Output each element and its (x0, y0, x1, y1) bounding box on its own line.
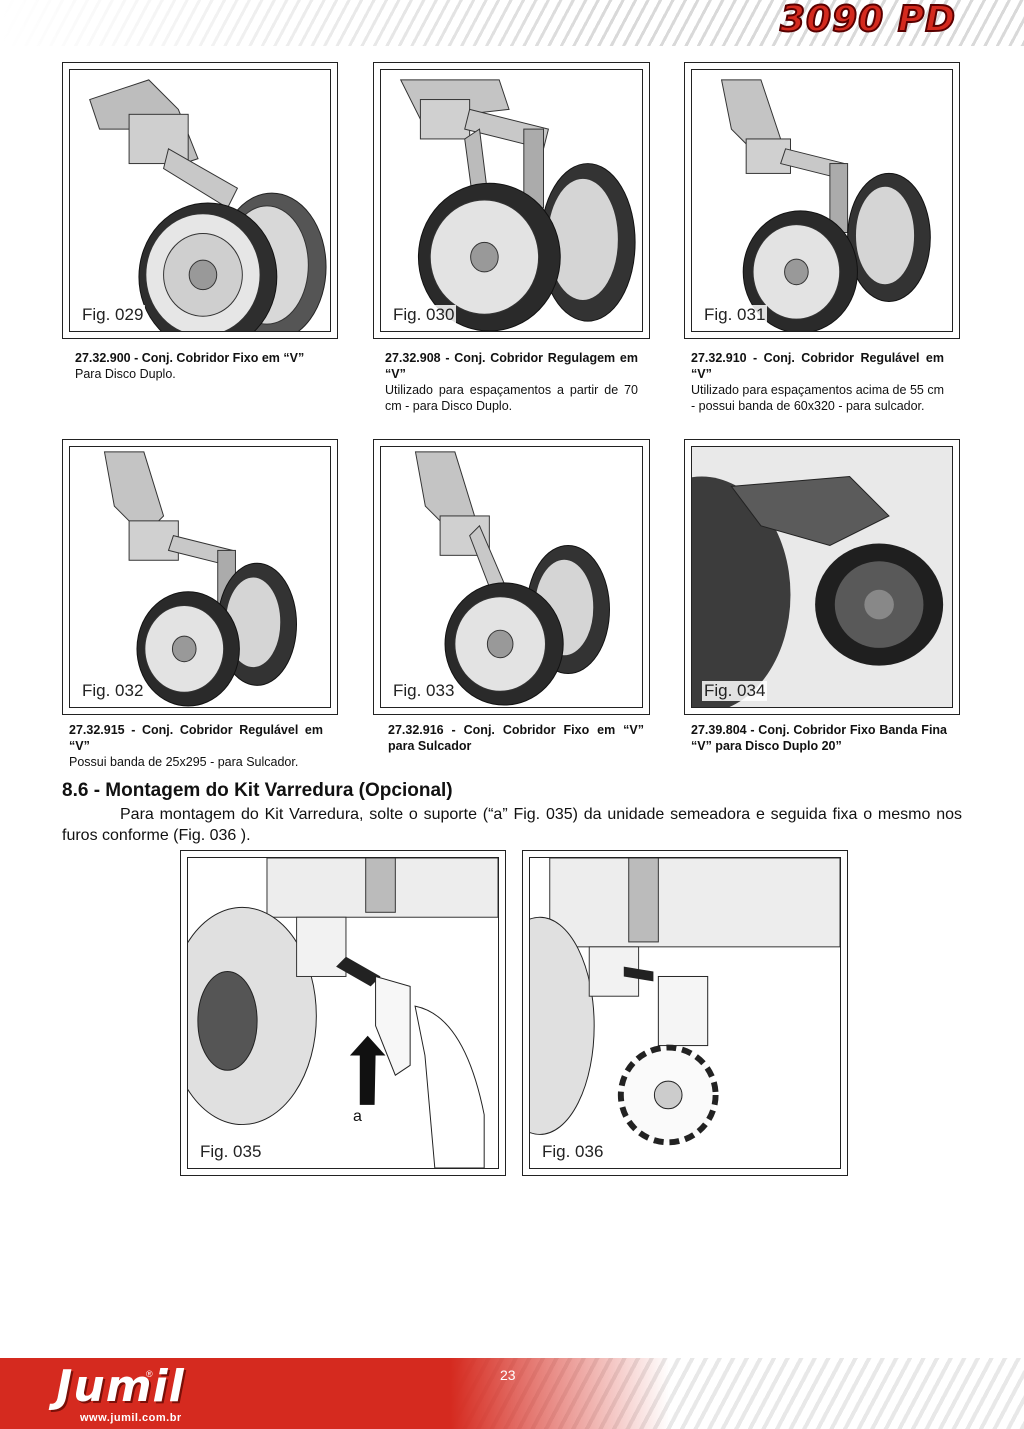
figure-label: Fig. 034 (702, 681, 768, 701)
part-code: 27.32.915 - Conj. Cobridor Regulável em … (69, 723, 323, 753)
figure-label: Fig. 029 (80, 305, 146, 325)
caption-030: 27.32.908 - Conj. Cobridor Regulagem em … (385, 350, 638, 414)
coverer-fixed-v-illustration (89, 79, 327, 331)
part-description: Utilizado para espaçamentos a partir de … (385, 383, 638, 413)
footer-stripes (450, 1358, 1024, 1429)
caption-032: 27.32.915 - Conj. Cobridor Regulável em … (69, 722, 323, 770)
coverer-fixed-v-sulcador-illustration (414, 451, 610, 706)
figure-033: Fig. 033 (373, 439, 650, 715)
figure-label: Fig. 036 (540, 1142, 606, 1162)
figure-032: Fig. 032 (62, 439, 338, 715)
caption-031: 27.32.910 - Conj. Cobridor Regulável em … (691, 350, 944, 414)
part-description: Possui banda de 25x295 - para Sulcador. (69, 755, 299, 769)
caption-029: 27.32.900 - Conj. Cobridor Fixo em “V” P… (75, 350, 331, 382)
part-description: Utilizado para espaçamentos acima de 55 … (691, 383, 944, 413)
figure-035: a Fig. 035 (180, 850, 506, 1176)
caption-033: 27.32.916 - Conj. Cobridor Fixo em “V” p… (388, 722, 644, 754)
part-description: Para Disco Duplo. (75, 367, 176, 381)
figure-029: Fig. 029 (62, 62, 338, 339)
model-title: 3090 PD (779, 0, 956, 41)
callout-a: a (353, 1108, 362, 1125)
part-code: 27.32.910 - Conj. Cobridor Regulável em … (691, 351, 944, 381)
part-code: 27.32.900 - Conj. Cobridor Fixo em “V” (75, 351, 305, 365)
figure-034: Fig. 034 (684, 439, 960, 715)
coverer-photo-illustration (692, 447, 952, 707)
section-heading: 8.6 - Montagem do Kit Varredura (Opciona… (62, 780, 453, 801)
figure-036: Fig. 036 (522, 850, 848, 1176)
caption-034: 27.39.804 - Conj. Cobridor Fixo Banda Fi… (691, 722, 947, 754)
section-text: Para montagem do Kit Varredura, solte o … (62, 806, 962, 844)
page-number: 23 (500, 1367, 516, 1383)
figure-label: Fig. 032 (80, 681, 146, 701)
figure-label: Fig. 030 (391, 305, 457, 325)
header-stripes (0, 0, 1024, 46)
part-code: 27.39.804 - Conj. Cobridor Fixo Banda Fi… (691, 723, 947, 753)
coverer-adjustable-25x295-illustration (103, 451, 298, 707)
figure-label: Fig. 031 (702, 305, 768, 325)
figure-label: Fig. 035 (198, 1142, 264, 1162)
footer-url[interactable]: www.jumil.com.br (80, 1412, 182, 1424)
coverer-adjustable-v-sulcador-illustration (720, 79, 931, 331)
figure-label: Fig. 033 (391, 681, 457, 701)
part-code: 27.32.916 - Conj. Cobridor Fixo em “V” p… (388, 723, 644, 753)
figure-031: Fig. 031 (684, 62, 960, 339)
sweeper-kit-mounting-illustration (530, 858, 840, 1146)
registered-mark: ® (146, 1369, 153, 1379)
part-code: 27.32.908 - Conj. Cobridor Regulagem em … (385, 351, 638, 381)
sweeper-kit-removal-illustration (188, 858, 498, 1168)
section-paragraph: Para montagem do Kit Varredura, solte o … (62, 804, 962, 846)
jumil-logo: Jumil (56, 1361, 185, 1412)
coverer-adjustable-v-illustration (399, 79, 636, 331)
figure-030: Fig. 030 (373, 62, 650, 339)
